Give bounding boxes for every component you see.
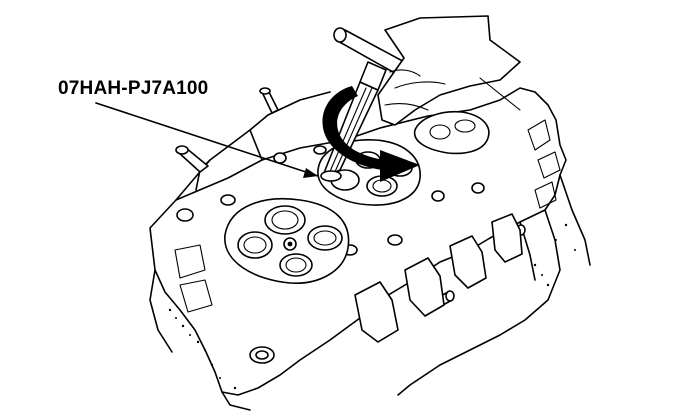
casting-texture [168, 223, 576, 390]
rotation-arrow [322, 86, 420, 182]
combustion-chamber-front [224, 197, 350, 284]
valve-guide-tool [320, 81, 379, 182]
combustion-chamber-far [413, 110, 490, 155]
tool-part-number-label: 07HAH-PJ7A100 [58, 78, 209, 99]
cylinder-head-body [149, 87, 591, 411]
callout-leader [95, 102, 319, 178]
side-ports [174, 119, 561, 343]
hand [377, 15, 521, 126]
